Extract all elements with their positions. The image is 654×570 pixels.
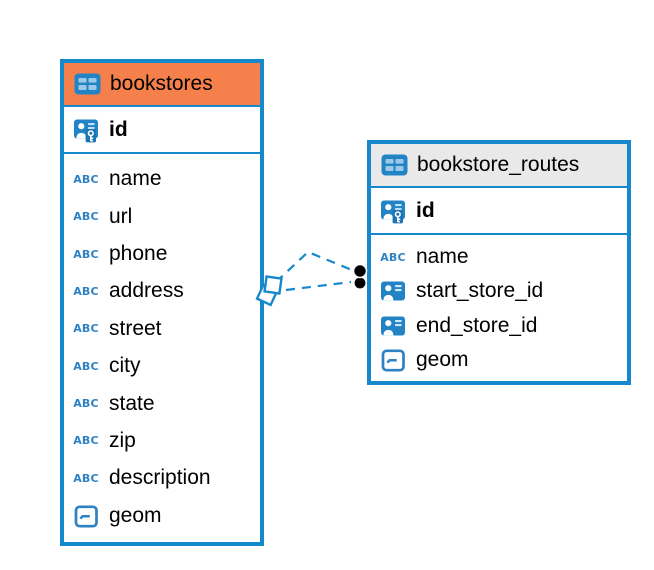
geometry-column-icon xyxy=(72,504,100,529)
column-name: end_store_id xyxy=(416,313,538,337)
column-name: geom xyxy=(109,504,162,528)
text-column-icon: ABC xyxy=(73,397,99,411)
column-row-url[interactable]: ABC url xyxy=(64,205,260,229)
table-header[interactable]: bookstore_routes xyxy=(371,144,627,188)
table-title: bookstore_routes xyxy=(417,153,580,176)
column-row-id[interactable]: id xyxy=(64,107,260,154)
geometry-column-icon xyxy=(379,348,407,373)
column-row-phone[interactable]: ABC phone xyxy=(64,242,260,266)
column-row-geom[interactable]: geom xyxy=(371,348,627,373)
text-column-icon: ABC xyxy=(73,210,99,224)
column-name: address xyxy=(109,279,184,303)
primary-key-icon xyxy=(379,197,407,224)
column-name: id xyxy=(416,198,435,222)
column-row-start_store_id[interactable]: start_store_id xyxy=(371,279,627,303)
column-row-id[interactable]: id xyxy=(371,188,627,235)
relationship-line-lower[interactable] xyxy=(285,280,352,292)
reference-column-icon xyxy=(379,279,407,303)
text-column-icon: ABC xyxy=(73,172,99,186)
table-icon xyxy=(381,154,408,176)
column-row-name[interactable]: ABC name xyxy=(371,245,627,269)
text-column-icon: ABC xyxy=(73,284,99,298)
column-row-zip[interactable]: ABC zip xyxy=(64,429,260,453)
table-icon xyxy=(74,73,101,95)
text-column-icon: ABC xyxy=(73,471,99,485)
column-name: street xyxy=(109,316,162,340)
reference-column-icon xyxy=(379,314,407,338)
column-name: description xyxy=(109,466,211,490)
column-name: zip xyxy=(109,428,136,452)
column-row-geom[interactable]: geom xyxy=(64,504,260,529)
text-column-icon: ABC xyxy=(73,359,99,373)
relationship-dot-lower-icon xyxy=(352,275,367,290)
column-name: start_store_id xyxy=(416,279,544,303)
column-name: id xyxy=(109,117,128,141)
column-row-description[interactable]: ABC description xyxy=(64,466,260,490)
column-name: geom xyxy=(416,348,469,372)
text-column-icon: ABC xyxy=(73,322,99,336)
column-name: city xyxy=(109,354,141,378)
column-row-city[interactable]: ABC city xyxy=(64,354,260,378)
column-row-end_store_id[interactable]: end_store_id xyxy=(371,314,627,338)
column-name: name xyxy=(109,167,162,191)
text-column-icon: ABC xyxy=(380,250,406,264)
column-row-state[interactable]: ABC state xyxy=(64,392,260,416)
table-header[interactable]: bookstores xyxy=(64,63,260,107)
column-row-name[interactable]: ABC name xyxy=(64,167,260,191)
primary-key-icon xyxy=(72,116,100,143)
column-name: name xyxy=(416,245,469,269)
column-name: url xyxy=(109,204,133,228)
relationship-line-upper[interactable] xyxy=(275,250,353,283)
column-row-street[interactable]: ABC street xyxy=(64,317,260,341)
column-row-address[interactable]: ABC address xyxy=(64,279,260,303)
column-name: state xyxy=(109,391,155,415)
table-title: bookstores xyxy=(110,72,213,95)
text-column-icon: ABC xyxy=(73,247,99,261)
table-node-bookstore-routes[interactable]: bookstore_routes id ABC name start_store_i… xyxy=(367,140,631,385)
relationship-dot-upper-icon xyxy=(352,263,368,279)
relationship-diamond-front-icon xyxy=(263,275,283,295)
text-column-icon: ABC xyxy=(73,434,99,448)
column-name: phone xyxy=(109,242,168,266)
